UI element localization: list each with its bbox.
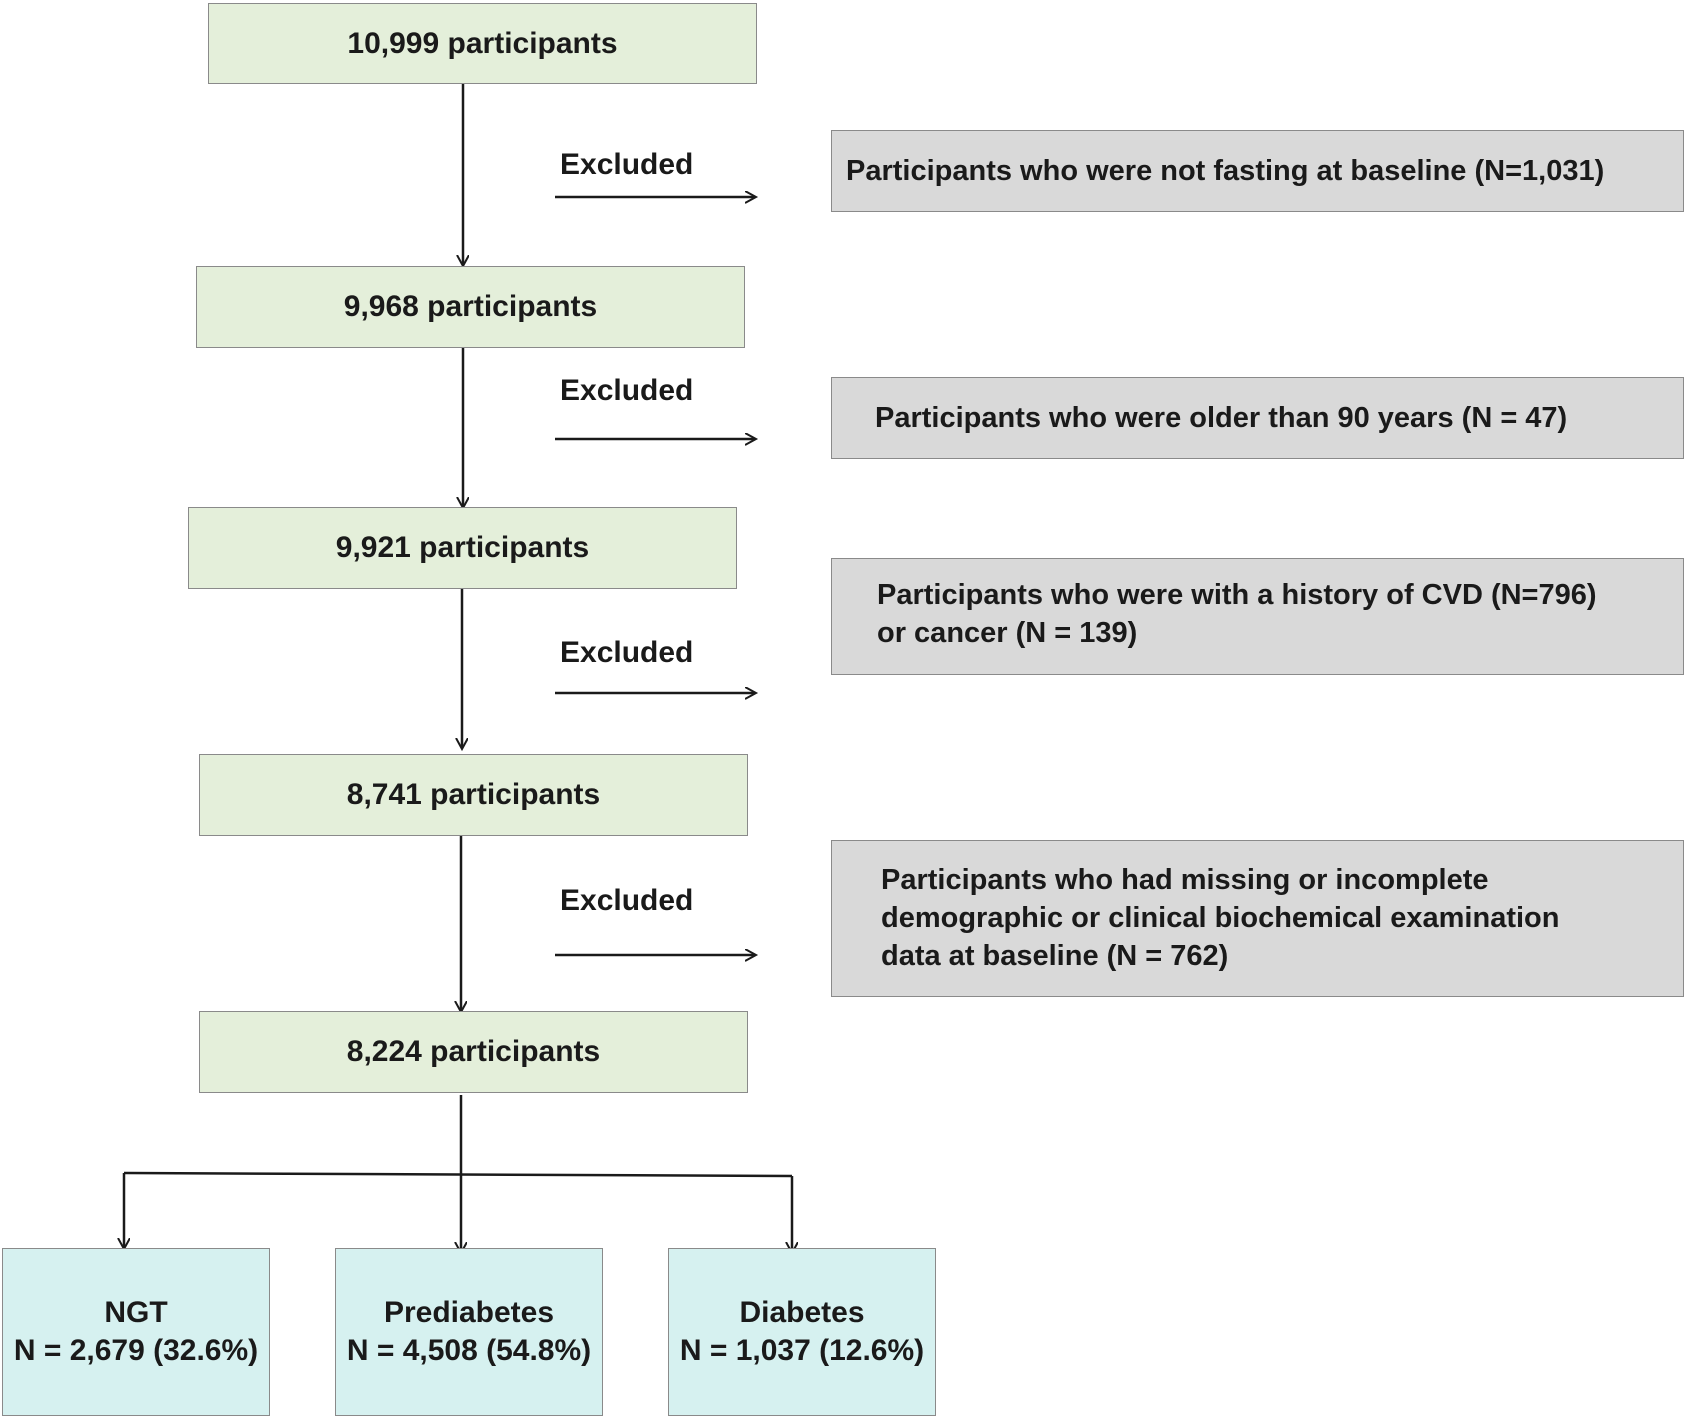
exclusion-box-4: Participants who had missing or incomple… [831, 840, 1684, 997]
exclusion-3-line-2: or cancer (N = 139) [877, 617, 1138, 649]
stage-box-5: 8,224 participants [199, 1011, 748, 1093]
excluded-label-2: Excluded [560, 374, 694, 407]
group-name-ngt: NGT [104, 1296, 168, 1329]
group-count-prediabetes: N = 4,508 (54.8%) [346, 1334, 592, 1367]
stage-box-4: 8,741 participants [199, 754, 748, 836]
exclusion-4-line-3: data at baseline (N = 762) [881, 940, 1229, 972]
group-name-prediabetes: Prediabetes [383, 1296, 555, 1329]
stage-box-3: 9,921 participants [188, 507, 737, 589]
stage-label-3: 9,921 participants [335, 531, 590, 564]
excluded-label-3: Excluded [560, 636, 694, 669]
excluded-label-4: Excluded [560, 884, 694, 917]
stage-box-1: 10,999 participants [208, 3, 757, 84]
group-box-ngt: NGT N = 2,679 (32.6%) [2, 1248, 270, 1416]
group-count-diabetes: N = 1,037 (12.6%) [679, 1334, 925, 1367]
stage-label-5: 8,224 participants [346, 1035, 601, 1068]
exclusion-3-line-1: Participants who were with a history of … [877, 579, 1597, 611]
exclusion-box-2: Participants who were older than 90 year… [831, 377, 1684, 459]
group-box-diabetes: Diabetes N = 1,037 (12.6%) [668, 1248, 936, 1416]
group-name-diabetes: Diabetes [739, 1296, 865, 1329]
stage-label-2: 9,968 participants [343, 290, 598, 323]
exclusion-4-line-2: demographic or clinical biochemical exam… [881, 902, 1560, 934]
exclusion-4-line-1: Participants who had missing or incomple… [881, 864, 1489, 896]
excluded-label-1: Excluded [560, 148, 694, 181]
exclusion-box-3: Participants who were with a history of … [831, 558, 1684, 675]
group-count-ngt: N = 2,679 (32.6%) [13, 1334, 259, 1367]
group-box-prediabetes: Prediabetes N = 4,508 (54.8%) [335, 1248, 603, 1416]
stage-label-4: 8,741 participants [346, 778, 601, 811]
split-bar [123, 1171, 793, 1178]
stage-label-1: 10,999 participants [347, 26, 618, 60]
stage-box-2: 9,968 participants [196, 266, 745, 348]
exclusion-1-line-1: Participants who were not fasting at bas… [846, 155, 1605, 187]
exclusion-2-line-1: Participants who were older than 90 year… [875, 402, 1568, 434]
exclusion-box-1: Participants who were not fasting at bas… [831, 130, 1684, 212]
